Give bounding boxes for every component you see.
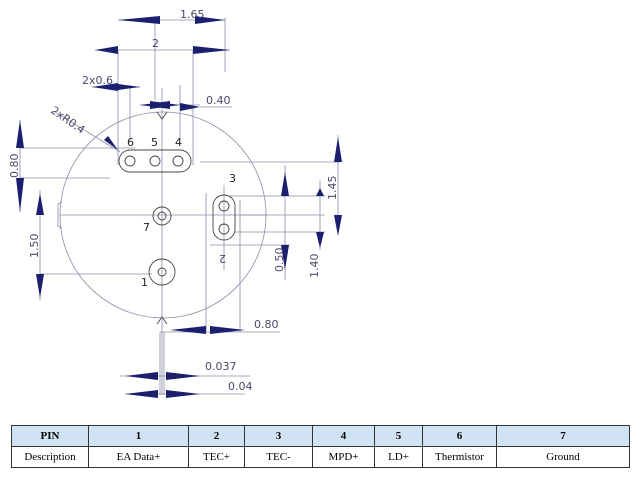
pin-label-6: 6 bbox=[127, 136, 134, 149]
pin-5-hole bbox=[149, 155, 161, 167]
slot-label-2: 2 bbox=[219, 252, 226, 265]
dim-1-40: 1.40 bbox=[308, 254, 321, 279]
pin-label-5: 5 bbox=[151, 136, 158, 149]
header-cell: 2 bbox=[188, 425, 245, 447]
slot-top bbox=[118, 149, 192, 173]
row-cell: LD+ bbox=[374, 446, 423, 468]
pin-1-outer bbox=[148, 258, 176, 286]
pin-6-hole bbox=[124, 155, 136, 167]
pin-label-7: 7 bbox=[143, 221, 150, 234]
pin-3-hole bbox=[218, 200, 230, 212]
dim-0-50: 0.50 bbox=[273, 248, 286, 273]
header-cell: 7 bbox=[496, 425, 630, 447]
dim-0-037: 0.037 bbox=[205, 360, 237, 373]
header-cell: 5 bbox=[374, 425, 423, 447]
pin-table-header-row: PIN 1 2 3 4 5 6 7 bbox=[11, 425, 630, 447]
header-cell: 4 bbox=[312, 425, 375, 447]
slot-right bbox=[212, 194, 236, 241]
pin-7-outer bbox=[152, 206, 172, 226]
dim-0-80-bottom: 0.80 bbox=[254, 318, 279, 331]
row-cell: EA Data+ bbox=[88, 446, 189, 468]
pin-label-3: 3 bbox=[229, 172, 236, 185]
pin-1-hole bbox=[157, 267, 167, 277]
header-cell: 6 bbox=[422, 425, 497, 447]
row-cell: TEC- bbox=[244, 446, 313, 468]
dim-0-80-left: 0.80 bbox=[8, 154, 21, 179]
key-top bbox=[156, 111, 168, 120]
dim-1-45: 1.45 bbox=[326, 176, 339, 201]
package-flat bbox=[57, 201, 63, 229]
pin-4-hole bbox=[172, 155, 184, 167]
dimension-arrows bbox=[16, 16, 342, 398]
pin-table: PIN 1 2 3 4 5 6 7 Description EA Data+ T… bbox=[11, 425, 630, 468]
pin-label-4: 4 bbox=[175, 136, 182, 149]
key-bottom bbox=[156, 316, 168, 325]
pin-2-hole bbox=[218, 223, 230, 235]
row-cell: TEC+ bbox=[188, 446, 245, 468]
header-cell: 3 bbox=[244, 425, 313, 447]
header-cell: PIN bbox=[11, 425, 89, 447]
pin-table-description-row: Description EA Data+ TEC+ TEC- MPD+ LD+ … bbox=[11, 446, 630, 468]
dim-0-40: 0.40 bbox=[206, 94, 231, 107]
row-cell: Thermistor bbox=[422, 446, 497, 468]
pin-label-1: 1 bbox=[141, 276, 148, 289]
dim-2xr0-4: 2xR0.4 bbox=[48, 104, 87, 137]
header-cell: 1 bbox=[88, 425, 189, 447]
package-drawing: 1.65 2 2x0.6 0.40 2xR0.4 0.80 1.50 1.45 … bbox=[8, 8, 342, 398]
pin-7-hole bbox=[157, 211, 167, 221]
dim-1-65: 1.65 bbox=[180, 8, 205, 21]
dim-2-top: 2 bbox=[152, 37, 159, 50]
row-cell: MPD+ bbox=[312, 446, 375, 468]
dim-1-50: 1.50 bbox=[28, 234, 41, 259]
row-cell: Ground bbox=[496, 446, 630, 468]
dim-2x0-6: 2x0.6 bbox=[82, 74, 113, 87]
row-cell: Description bbox=[11, 446, 89, 468]
dim-0-04: 0.04 bbox=[228, 380, 253, 393]
